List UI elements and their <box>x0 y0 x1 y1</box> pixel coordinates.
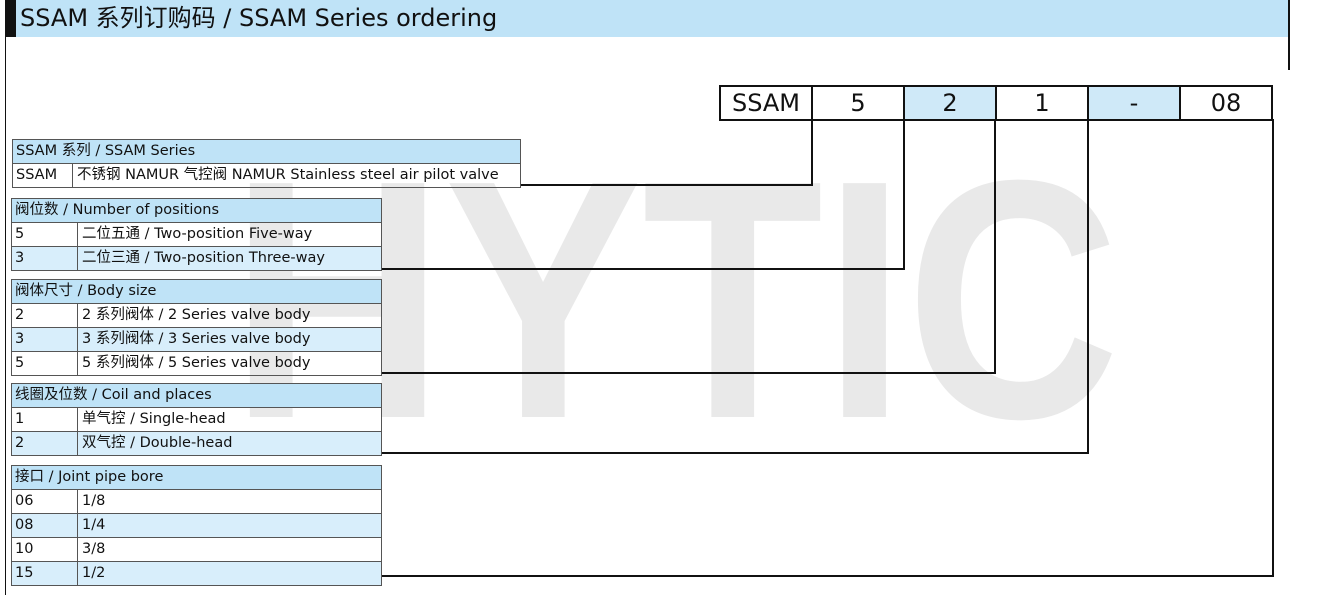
code-cell-body-size: 2 <box>903 85 997 121</box>
table-row: 15 1/2 <box>11 562 382 586</box>
option-desc: 1/4 <box>78 514 382 537</box>
table-title: 线圈及位数 / Coil and places <box>15 387 212 403</box>
option-code: 2 <box>11 304 78 327</box>
code-cell-pipe-bore: 08 <box>1179 85 1273 121</box>
pipe-bore-table: 接口 / Joint pipe bore 06 1/8 08 1/4 10 3/… <box>11 465 382 586</box>
table-row: 1 单气控 / Single-head <box>11 408 382 432</box>
table-header: 阀位数 / Number of positions <box>11 198 382 223</box>
code-cell-coil: 1 <box>995 85 1089 121</box>
option-desc: 二位五通 / Two-position Five-way <box>78 223 382 246</box>
option-desc: 3 系列阀体 / 3 Series valve body <box>78 328 382 351</box>
option-code: 5 <box>11 352 78 375</box>
page-title: SSAM 系列订购码 / SSAM Series ordering <box>20 4 498 32</box>
table-title: 阀位数 / Number of positions <box>15 202 220 218</box>
table-header: 线圈及位数 / Coil and places <box>11 383 382 408</box>
table-header: SSAM 系列 / SSAM Series <box>12 139 521 164</box>
option-code: 10 <box>11 538 78 561</box>
table-row: 3 二位三通 / Two-position Three-way <box>11 247 382 271</box>
option-code: 1 <box>11 408 78 431</box>
positions-table: 阀位数 / Number of positions 5 二位五通 / Two-p… <box>11 198 382 271</box>
option-desc: 1/8 <box>78 490 382 513</box>
table-row: 5 二位五通 / Two-position Five-way <box>11 223 382 247</box>
option-code: 2 <box>11 432 78 455</box>
series-table: SSAM 系列 / SSAM Series SSAM 不锈钢 NAMUR 气控阀… <box>12 139 521 188</box>
table-title: 接口 / Joint pipe bore <box>15 469 164 485</box>
header-bar <box>5 0 1289 37</box>
table-row: 10 3/8 <box>11 538 382 562</box>
order-code-row: SSAM 5 2 1 - 08 <box>719 85 1273 121</box>
code-cell-positions: 5 <box>811 85 905 121</box>
table-row: 2 2 系列阀体 / 2 Series valve body <box>11 304 382 328</box>
header-marker <box>5 0 16 37</box>
option-desc: 5 系列阀体 / 5 Series valve body <box>78 352 382 375</box>
option-desc: 双气控 / Double-head <box>78 432 382 455</box>
code-cell-separator: - <box>1087 85 1181 121</box>
option-desc: 单气控 / Single-head <box>78 408 382 431</box>
table-row: 08 1/4 <box>11 514 382 538</box>
option-desc: 1/2 <box>78 562 382 585</box>
table-header: 接口 / Joint pipe bore <box>11 465 382 490</box>
option-code: 08 <box>11 514 78 537</box>
option-code: 15 <box>11 562 78 585</box>
option-desc: 二位三通 / Two-position Three-way <box>78 247 382 270</box>
option-code: 3 <box>11 247 78 270</box>
table-row: 5 5 系列阀体 / 5 Series valve body <box>11 352 382 376</box>
option-code: 3 <box>11 328 78 351</box>
code-cell-series: SSAM <box>719 85 813 121</box>
table-row: 06 1/8 <box>11 490 382 514</box>
frame-left-border <box>5 37 6 595</box>
frame-right-border <box>1288 0 1290 70</box>
option-desc: 3/8 <box>78 538 382 561</box>
body-size-table: 阀体尺寸 / Body size 2 2 系列阀体 / 2 Series val… <box>11 279 382 376</box>
table-title: SSAM 系列 / SSAM Series <box>16 143 196 159</box>
table-title: 阀体尺寸 / Body size <box>15 283 157 299</box>
table-row: SSAM 不锈钢 NAMUR 气控阀 NAMUR Stainless steel… <box>12 164 521 188</box>
option-desc: 2 系列阀体 / 2 Series valve body <box>78 304 382 327</box>
option-code: 5 <box>11 223 78 246</box>
option-desc: 不锈钢 NAMUR 气控阀 NAMUR Stainless steel air … <box>73 164 521 187</box>
option-code: SSAM <box>12 164 73 187</box>
table-row: 2 双气控 / Double-head <box>11 432 382 456</box>
option-code: 06 <box>11 490 78 513</box>
table-header: 阀体尺寸 / Body size <box>11 279 382 304</box>
coil-table: 线圈及位数 / Coil and places 1 单气控 / Single-h… <box>11 383 382 456</box>
table-row: 3 3 系列阀体 / 3 Series valve body <box>11 328 382 352</box>
